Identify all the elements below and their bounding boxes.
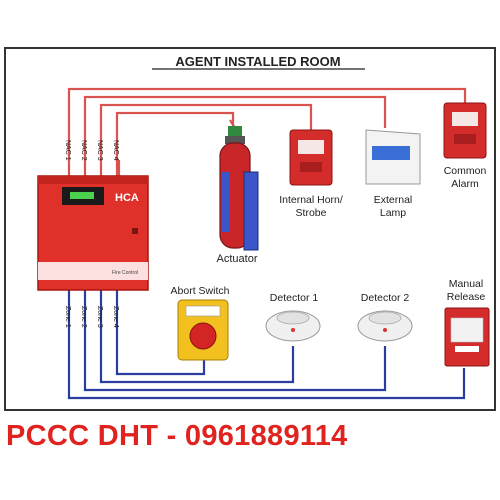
abort-switch-plate [185, 305, 221, 317]
nac-label-1: NAC 1 [64, 140, 71, 161]
nac-label-4: NAC 4 [112, 140, 119, 161]
manual-release-strip [455, 346, 479, 352]
zone-wiring [67, 290, 466, 400]
actuator-label: Actuator [217, 253, 258, 265]
common-alarm-device: Common Alarm [443, 102, 487, 190]
manual-release-label-2: Release [447, 291, 486, 303]
abort-switch-device: Abort Switch [171, 285, 230, 361]
horn-strobe-label-2: Strobe [296, 207, 327, 219]
common-alarm-label-2: Alarm [451, 178, 479, 190]
zone-wire-1 [67, 290, 466, 400]
common-alarm-lens [452, 112, 478, 126]
detector-2-device: Detector 2 [357, 292, 413, 342]
zone-wire-4 [115, 290, 206, 376]
abort-switch-button [189, 322, 217, 350]
panel-small-text: Fire Control [112, 270, 138, 276]
horn-strobe-device: Internal Horn/ Strobe [279, 129, 343, 219]
cylinder-label [222, 172, 230, 232]
zone-wire-3 [99, 290, 295, 384]
panel-label-strip [38, 262, 148, 280]
detector-1-head [276, 311, 310, 325]
external-lamp-label-2: Lamp [380, 207, 406, 219]
horn-strobe-lens [298, 140, 324, 154]
zone-wire-2 [83, 290, 387, 392]
external-lamp-lens [372, 146, 410, 160]
horn-strobe-label-1: Internal Horn/ [279, 194, 343, 206]
cylinder-rear-tank [243, 171, 259, 251]
panel-top-edge [38, 176, 148, 184]
detector-2-head [368, 311, 402, 325]
detector-1-label: Detector 1 [270, 292, 319, 304]
common-alarm-body [443, 102, 487, 159]
common-alarm-grill [454, 134, 476, 144]
horn-strobe-grill [300, 162, 322, 172]
external-lamp-device: External Lamp [365, 129, 421, 219]
zone-labels: Zone 1 Zone 2 Zone 3 Zone 4 [64, 306, 119, 328]
nac-wire-3 [99, 103, 313, 176]
nac-label-3: NAC 3 [96, 140, 103, 161]
cylinder-neck [225, 136, 245, 144]
nac-labels: NAC 1 NAC 2 NAC 3 NAC 4 [64, 140, 119, 161]
manual-release-window [450, 317, 484, 343]
actuator-cylinder: Actuator [217, 126, 259, 265]
nac-wire-2 [83, 95, 387, 176]
detector-1-device: Detector 1 [265, 292, 321, 342]
zone-label-1: Zone 1 [64, 306, 71, 328]
zone-label-3: Zone 3 [96, 306, 103, 328]
abort-switch-label: Abort Switch [171, 285, 230, 297]
zone-label-2: Zone 2 [80, 306, 87, 328]
nac-wire-4 [115, 111, 235, 176]
common-alarm-label-1: Common [444, 165, 487, 177]
control-panel: HCA Fire Control [37, 175, 149, 291]
nac-wiring [67, 87, 467, 176]
footer-contact: PCCC DHT - 0961889114 [6, 420, 348, 452]
detector-1-led [291, 328, 295, 332]
cylinder-valve [228, 126, 242, 138]
detector-2-led [383, 328, 387, 332]
nac-wire-1 [67, 87, 467, 176]
detector-2-label: Detector 2 [361, 292, 410, 304]
zone-label-4: Zone 4 [112, 306, 119, 328]
horn-strobe-body [289, 129, 333, 186]
manual-release-device: Manual Release [444, 278, 490, 367]
external-lamp-label-1: External [374, 194, 413, 206]
panel-lock [132, 228, 138, 234]
nac-label-2: NAC 2 [80, 140, 87, 161]
panel-display-screen [70, 192, 94, 199]
diagram-title: AGENT INSTALLED ROOM [175, 54, 340, 69]
panel-brand: HCA [115, 192, 139, 204]
manual-release-label-1: Manual [449, 278, 483, 290]
